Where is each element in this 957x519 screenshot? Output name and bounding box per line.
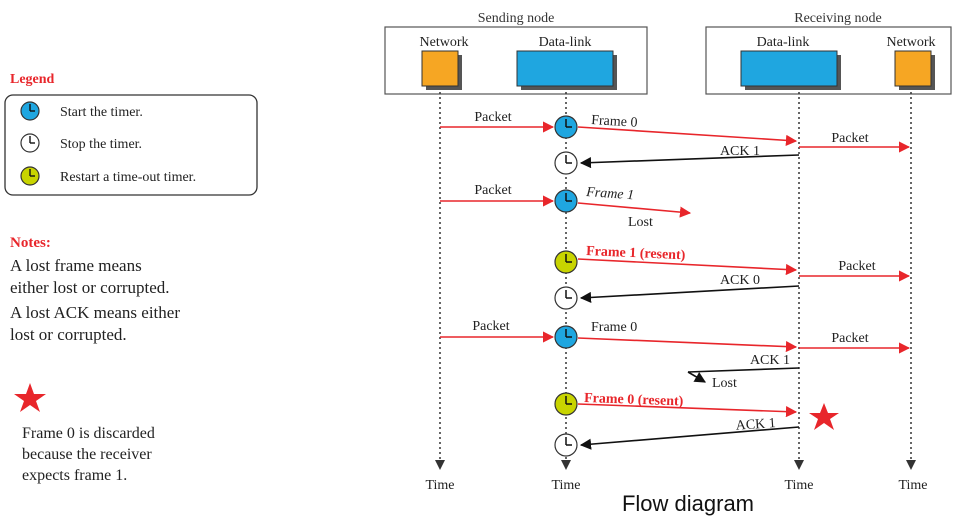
- frame-label: Frame 0: [591, 113, 638, 131]
- frame-arrow: [577, 126, 798, 146]
- timer-start-icon: [554, 189, 578, 213]
- notes-line: A lost ACK means either: [10, 303, 180, 322]
- packet-label: Packet: [838, 259, 875, 274]
- time-label: Time: [898, 478, 927, 493]
- timeline-arrow: [561, 460, 571, 470]
- star-note-line: expects frame 1.: [22, 467, 127, 484]
- time-label: Time: [784, 478, 813, 493]
- frame-arrow: [577, 337, 798, 353]
- timeline-arrow: [435, 460, 445, 470]
- legend-title: Legend: [10, 72, 55, 87]
- diagram-caption: Flow diagram: [622, 491, 754, 516]
- sender-datalink-block: [516, 50, 617, 90]
- timer-stop-icon: [554, 433, 578, 457]
- frame-label: Frame 1: [585, 185, 635, 203]
- timer-restart-icon: [554, 392, 578, 416]
- receiver-network-label: Network: [887, 35, 936, 50]
- receiver-datalink-block: [740, 50, 841, 90]
- legend-restart-label: Restart a time-out timer.: [60, 170, 196, 185]
- lost-label: Lost: [712, 376, 737, 391]
- lost-ack-arrow: [687, 371, 706, 383]
- frame-resent-label: Frame 0 (resent): [584, 391, 684, 409]
- ack-arrow: [579, 154, 800, 169]
- timer-stop-icon: [20, 133, 40, 153]
- timeline-arrow: [794, 460, 804, 470]
- receiver-network-block: [894, 50, 935, 90]
- lost-label: Lost: [628, 215, 653, 230]
- timer-stop-icon: [554, 151, 578, 175]
- discard-star-icon: [809, 403, 839, 430]
- legend-stop-label: Stop the timer.: [60, 137, 142, 152]
- packet-label: Packet: [831, 331, 868, 346]
- frame-arrow: [577, 403, 798, 418]
- timer-start-icon: [554, 325, 578, 349]
- star-note-line: because the receiver: [22, 446, 152, 463]
- timer-start-icon: [554, 115, 578, 139]
- packet-label: Packet: [474, 183, 511, 198]
- receiving-node-title: Receiving node: [794, 11, 881, 26]
- ack-label: ACK 1: [720, 144, 760, 159]
- frame-arrow: [577, 258, 798, 276]
- timer-restart-icon: [554, 250, 578, 274]
- time-label: Time: [551, 478, 580, 493]
- sending-node-title: Sending node: [478, 11, 555, 26]
- packet-label: Packet: [831, 131, 868, 146]
- ack-arrow: [579, 285, 800, 304]
- star-note-line: Frame 0 is discarded: [22, 425, 155, 442]
- lost-ack-line: [687, 367, 800, 373]
- packet-label: Packet: [472, 319, 509, 334]
- sender-network-block: [421, 50, 462, 90]
- ack-label: ACK 0: [720, 273, 760, 288]
- time-label: Time: [425, 478, 454, 493]
- legend-box: [4, 94, 258, 196]
- timer-restart-icon: [20, 166, 40, 186]
- ack-label: ACK 1: [750, 353, 790, 368]
- sender-datalink-label: Data-link: [539, 35, 592, 50]
- packet-label: Packet: [474, 110, 511, 125]
- notes-line: A lost frame means: [10, 256, 142, 275]
- timer-start-icon: [20, 101, 40, 121]
- lost-frame-arrow: [577, 202, 692, 218]
- notes-line: lost or corrupted.: [10, 325, 127, 344]
- notes-line: either lost or corrupted.: [10, 278, 170, 297]
- star-icon: [14, 383, 46, 412]
- sender-network-label: Network: [420, 35, 469, 50]
- ack-label: ACK 1: [735, 416, 776, 434]
- legend-start-label: Start the timer.: [60, 105, 143, 120]
- timeline-arrow: [906, 460, 916, 470]
- receiver-datalink-label: Data-link: [757, 35, 810, 50]
- frame-label: Frame 0: [591, 320, 637, 335]
- timer-stop-icon: [554, 286, 578, 310]
- notes-title: Notes:: [10, 235, 51, 251]
- ack-arrow: [579, 426, 800, 450]
- frame-resent-label: Frame 1 (resent): [586, 244, 686, 263]
